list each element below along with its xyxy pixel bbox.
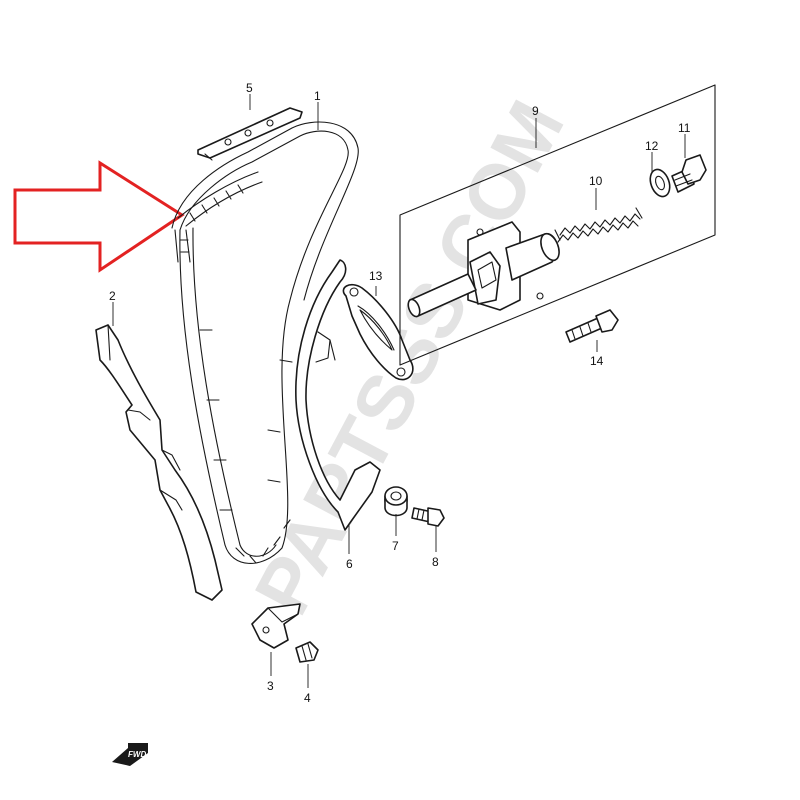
guide-bolt[interactable]: [411, 507, 445, 527]
callout-2: 2: [109, 289, 116, 303]
tensioner-spring[interactable]: [554, 207, 643, 243]
forward-indicator: FWD: [112, 743, 148, 766]
tensioner-gasket[interactable]: [342, 283, 414, 381]
callout-13: 13: [369, 269, 383, 283]
guide-stopper[interactable]: [251, 603, 301, 649]
chain-guide[interactable]: [295, 259, 381, 531]
callout-7: 7: [392, 539, 399, 553]
callout-6: 6: [346, 557, 353, 571]
cap-bolt[interactable]: [671, 154, 707, 193]
sealing-washer[interactable]: [647, 167, 673, 199]
callout-5: 5: [246, 81, 253, 95]
stopper-bolt[interactable]: [295, 641, 319, 663]
callout-3: 3: [267, 679, 274, 693]
tensioner-guide[interactable]: [95, 324, 223, 601]
callout-11: 11: [678, 121, 691, 135]
callout-4: 4: [304, 691, 311, 705]
cam-chain[interactable]: [171, 121, 359, 564]
upper-chain-guide[interactable]: [197, 107, 303, 161]
fwd-label: FWD: [128, 750, 146, 759]
callout-8: 8: [432, 555, 439, 569]
highlight-arrow: [13, 160, 185, 273]
callout-14: 14: [590, 354, 604, 368]
guide-bush[interactable]: [384, 486, 408, 517]
callout-1: 1: [314, 89, 321, 103]
tensioner-bolt[interactable]: [565, 309, 619, 343]
leader-lines: [112, 94, 686, 688]
tensioner-assembly[interactable]: [399, 84, 716, 366]
callout-9: 9: [532, 104, 539, 118]
callout-labels: 1 5 2 9 10 12 11 13 14 6 7 8 3 4: [109, 81, 691, 705]
callout-10: 10: [589, 174, 603, 188]
fwd-arrow-icon: [112, 743, 148, 766]
callout-12: 12: [645, 139, 659, 153]
